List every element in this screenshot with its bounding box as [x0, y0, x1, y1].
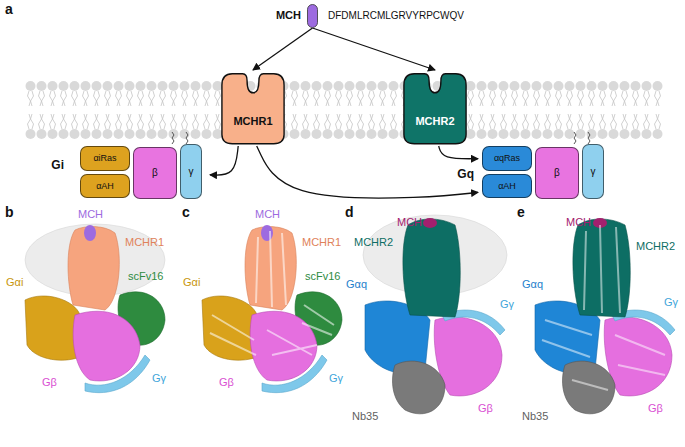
subunit-box: αAH: [80, 174, 130, 198]
structure-label: Gβ: [219, 376, 234, 389]
receptor-name: MCHR1: [233, 115, 272, 128]
signal-arrow: [253, 28, 313, 70]
atomic-model: [202, 225, 342, 393]
lipid-anchor: [172, 132, 188, 144]
structure-label: Gγ: [500, 298, 514, 311]
panel-letter: d: [345, 204, 354, 220]
structure-label: Nb35: [522, 410, 548, 423]
receptor-outline: [398, 70, 472, 146]
structure-label: MCHR2: [354, 236, 393, 249]
signal-arrow: [210, 146, 238, 175]
complex-name: Gq: [457, 168, 474, 182]
subunit-name: αqRas: [494, 153, 520, 163]
peptide-capsule: [307, 4, 318, 28]
subunit-name: γ: [189, 166, 194, 178]
structure-label: MCHR1: [125, 236, 164, 249]
subunit-name: αAH: [498, 181, 516, 191]
subunit-box: αiRas: [80, 146, 130, 171]
structure-label: Gαi: [6, 276, 23, 289]
peptide-ligand: MCHDFDMLRCMLGRVYRPCWQV: [307, 4, 318, 28]
signal-arrow: [257, 146, 478, 198]
subunit-name: β: [554, 167, 560, 179]
sequence-text: DFDMLRCMLGRVYRPCWQV: [328, 10, 464, 22]
peptide-capsule: [308, 5, 318, 28]
structure-label: MCH: [255, 208, 280, 221]
g-protein-complex: αiRasαAHβγGi: [70, 143, 210, 201]
membrane-bilayer: [25, 80, 663, 140]
structure-label: scFv16: [128, 270, 163, 283]
structure-label: Gαi: [183, 276, 200, 289]
cryo-em-map: [25, 225, 165, 393]
complex-name: Gi: [51, 159, 64, 173]
receptor-outline: [404, 74, 466, 144]
helix-lines: [210, 231, 334, 355]
structure-label: Gβ: [648, 402, 663, 415]
structure-label: Gβ: [478, 402, 493, 415]
panel-letter: e: [517, 204, 525, 220]
subunit-name: αAH: [96, 181, 114, 191]
structure-label: MCH: [566, 216, 591, 229]
panel-letter: a: [5, 1, 13, 17]
structure-label: Gαq: [522, 278, 543, 291]
subunit-name: αiRas: [93, 153, 116, 163]
structure-label: Gβ: [42, 376, 57, 389]
structure-label: Nb35: [352, 410, 378, 423]
subunit-box: αAH: [482, 174, 532, 198]
structure-label: MCH: [397, 216, 422, 229]
subunit-box: αqRas: [482, 146, 532, 171]
receptor-outline: [222, 74, 284, 144]
subunit-name: γ: [591, 166, 596, 178]
subunit-box: β: [133, 147, 177, 199]
receptor-shape: MCHR1: [216, 70, 290, 146]
subunit-box: β: [535, 147, 579, 199]
signal-arrow: [313, 28, 436, 70]
panel-letter: c: [182, 204, 190, 220]
structure-label: Gγ: [152, 372, 166, 385]
subunit-name: β: [152, 167, 158, 179]
subunit-box: γ: [582, 144, 604, 199]
structure-label: Gγ: [664, 296, 678, 309]
receptor-name: MCHR2: [415, 115, 454, 128]
structure-label: Gγ: [329, 372, 343, 385]
structure-label: MCHR1: [302, 236, 341, 249]
receptor-outline: [216, 70, 290, 146]
subunit-box: γ: [180, 144, 202, 199]
receptor-shape: MCHR2: [398, 70, 472, 146]
lipid-anchor: [574, 132, 590, 144]
structure-label: scFv16: [305, 270, 340, 283]
structure-label: MCH: [78, 208, 103, 221]
ligand-name: MCH: [276, 9, 301, 22]
panel-letter: b: [5, 204, 14, 220]
g-protein-complex: αqRasαAHβγGq: [478, 143, 608, 201]
structure-label: Gαq: [346, 278, 367, 291]
structure-label: MCHR2: [636, 240, 675, 253]
atomic-model: [535, 218, 675, 414]
signal-arrow: [439, 146, 478, 159]
